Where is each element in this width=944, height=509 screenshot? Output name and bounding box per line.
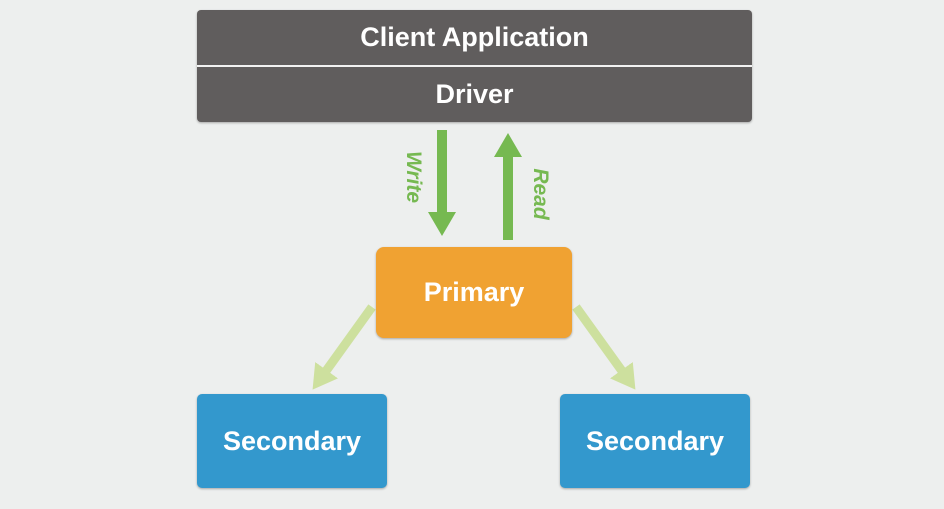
client-application-box: Client Application Driver <box>197 10 752 122</box>
read-flow-label: Read <box>529 168 552 220</box>
primary-node-label: Primary <box>423 277 525 307</box>
secondary-node-left: Secondary <box>197 394 387 488</box>
client-driver-divider <box>197 65 752 67</box>
primary-node: Primary <box>376 247 572 338</box>
replication-arrow-left-icon <box>312 304 376 390</box>
client-application-label: Client Application <box>360 22 589 52</box>
driver-label: Driver <box>435 79 514 109</box>
write-flow-label: Write <box>402 150 425 204</box>
secondary-node-right: Secondary <box>560 394 750 488</box>
secondary-node-right-label: Secondary <box>585 425 725 456</box>
secondary-node-left-label: Secondary <box>222 425 362 456</box>
replication-arrow-right-icon <box>572 304 636 390</box>
